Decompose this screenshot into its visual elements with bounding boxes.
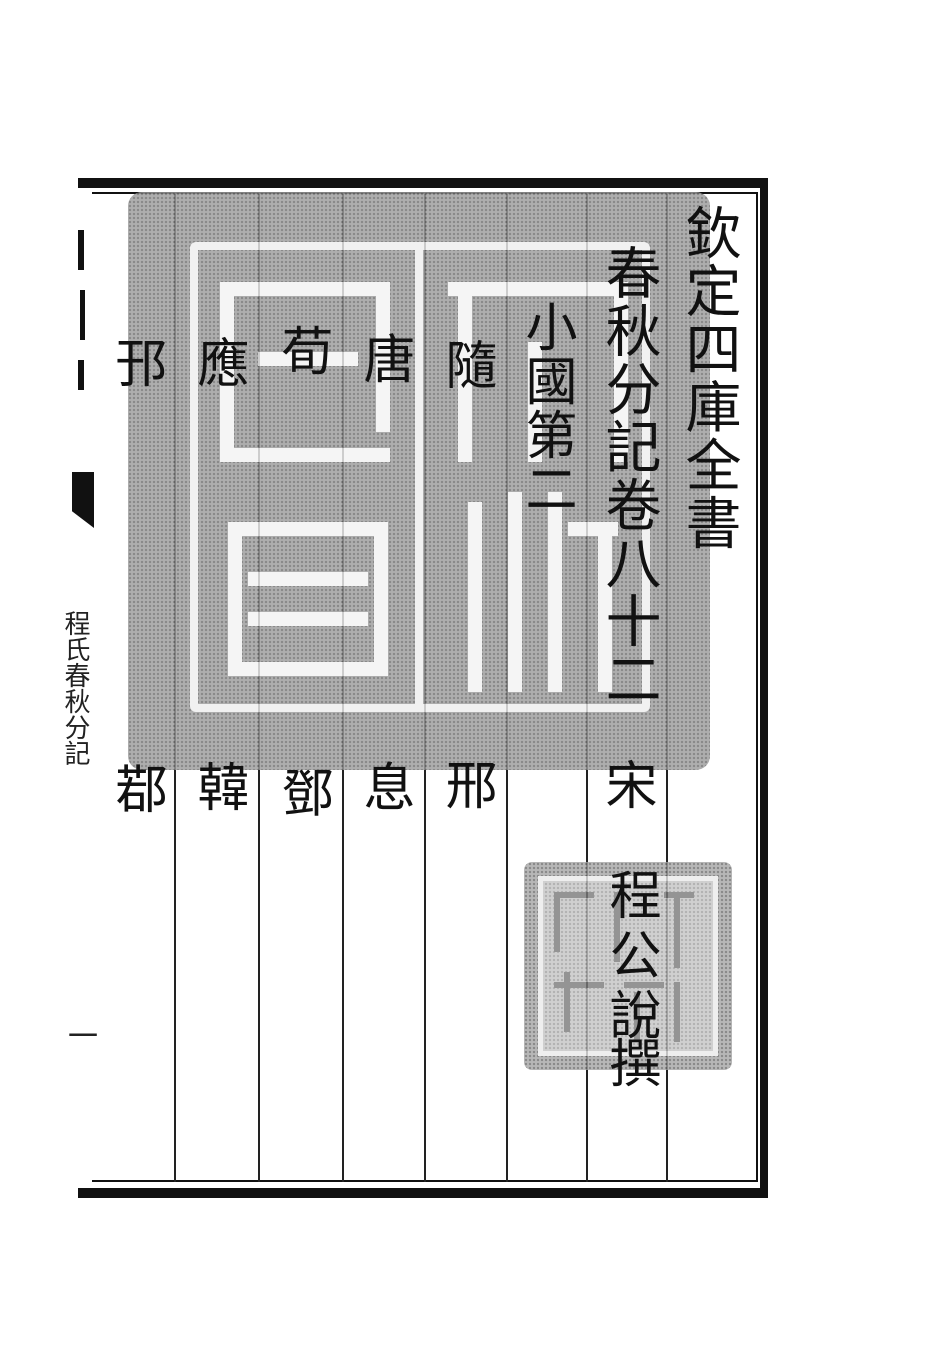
margin-mark bbox=[80, 290, 85, 340]
state-name: 唐 bbox=[354, 332, 414, 386]
state-name: 邘 bbox=[106, 336, 166, 390]
margin-book-title: 程氏春秋分記 bbox=[60, 610, 90, 766]
author-name: 程公說 bbox=[600, 868, 660, 1048]
state-name: 息 bbox=[354, 760, 414, 814]
state-name: 鄧 bbox=[272, 766, 332, 820]
margin-page-number: 一 bbox=[62, 1020, 97, 1050]
square-library-seal-icon bbox=[524, 862, 732, 1070]
state-name: 邢 bbox=[436, 758, 496, 812]
fishtail-mark-icon bbox=[72, 472, 94, 528]
state-name: 應 bbox=[188, 336, 248, 390]
book-title: 春秋分記卷八十二 bbox=[596, 244, 661, 708]
state-name: 韓 bbox=[188, 760, 248, 814]
series-title: 欽定四庫全書 bbox=[676, 204, 741, 552]
margin-mark bbox=[78, 360, 84, 390]
section-title: 小國第二 bbox=[516, 300, 576, 516]
state-name: 荀 bbox=[272, 324, 332, 378]
state-name: 鄀 bbox=[106, 762, 166, 816]
author-action: 撰 bbox=[600, 1036, 660, 1090]
page-outer-border bbox=[78, 178, 768, 1198]
dynasty-label: 宋 bbox=[596, 758, 656, 812]
margin-mark bbox=[78, 230, 84, 270]
square-collection-seal-icon bbox=[128, 192, 710, 770]
state-name: 隨 bbox=[436, 338, 496, 392]
